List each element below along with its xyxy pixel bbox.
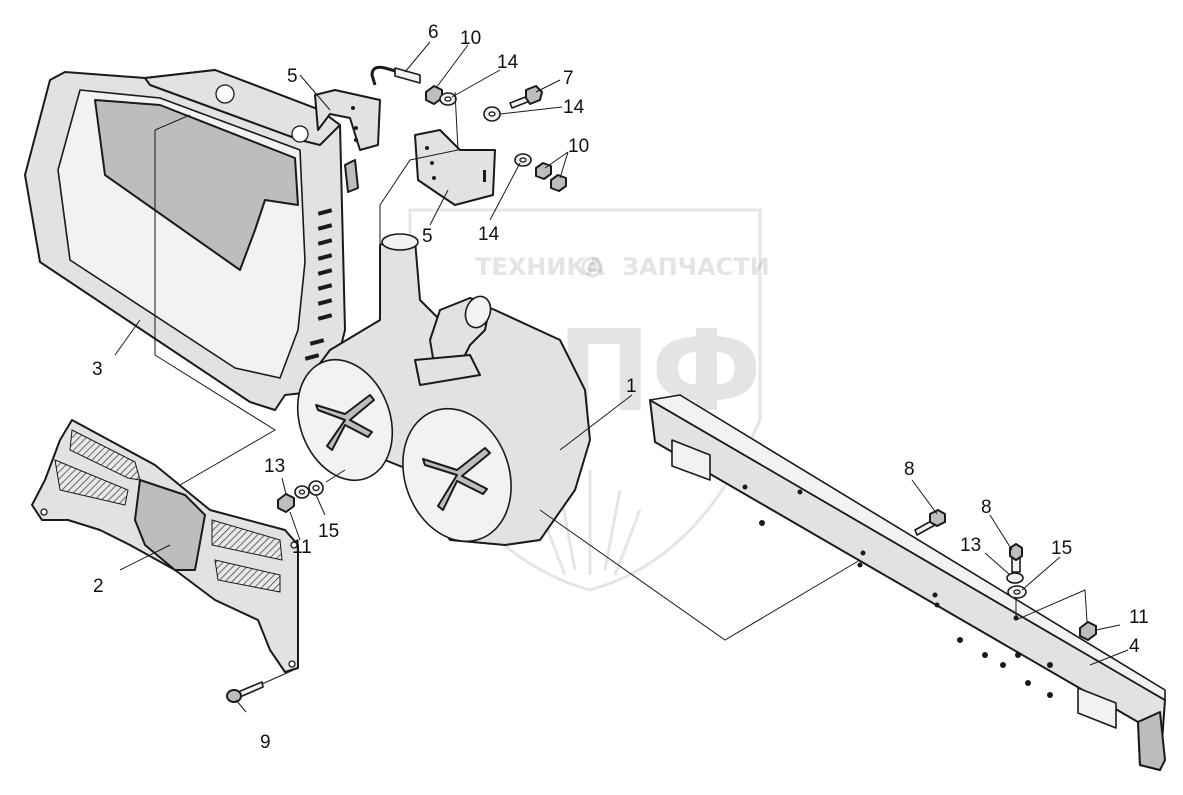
washer-top-14a [439, 92, 457, 106]
right-filter-spokes [422, 447, 491, 511]
radiator-shroud [24, 69, 346, 411]
wheat-emblem [538, 470, 642, 576]
grille-panel [31, 419, 299, 673]
callout-9: 9 [260, 732, 271, 753]
callout-14-top: 14 [497, 52, 519, 73]
watermark-brand-right: ЗАПЧАСТИ [622, 253, 770, 281]
callout-10-top: 10 [460, 28, 481, 49]
washer-top-14b [483, 106, 501, 122]
callout-3: 3 [92, 359, 103, 380]
u-bolt [370, 65, 421, 86]
gear-icon [581, 256, 603, 278]
callout-4: 4 [1129, 636, 1140, 657]
small-clip [344, 159, 359, 193]
washer-left-13 [294, 485, 310, 499]
callout-14-right: 14 [563, 97, 585, 118]
rail-holes [742, 484, 1053, 698]
screw-9 [226, 681, 264, 703]
nut-right-10b [550, 174, 567, 192]
callout-7: 7 [563, 68, 574, 89]
callout-8-left: 8 [904, 459, 915, 480]
callout-1: 1 [626, 376, 637, 397]
left-filter-spokes [315, 394, 375, 451]
bolt-8a [914, 509, 946, 536]
callout-11-left: 11 [292, 537, 312, 558]
bracket-upper [314, 89, 381, 151]
leader-lines [114, 41, 1129, 713]
callout-15-right: 15 [1051, 538, 1072, 559]
washer-right-13 [1006, 572, 1024, 584]
watermark-brand-left: ТЕХНИКА [475, 253, 605, 281]
callout-5-upper: 5 [287, 66, 298, 87]
callout-14-lower: 14 [478, 224, 500, 245]
bolt-7 [509, 85, 543, 109]
frame-rail [649, 394, 1166, 771]
callout-10-right: 10 [568, 136, 589, 157]
washer-right-15 [1007, 585, 1027, 599]
air-cleaner [296, 233, 591, 546]
nut-right-11 [1079, 621, 1097, 641]
callout-6: 6 [428, 22, 439, 43]
washer-right-14 [514, 153, 532, 167]
washer-left-15 [308, 480, 324, 496]
nut-left-11 [277, 493, 295, 513]
bracket-lower [414, 129, 496, 206]
callout-8-right: 8 [981, 497, 992, 518]
callout-15-left: 15 [318, 521, 339, 542]
bolt-8b [1009, 543, 1023, 573]
callout-2: 2 [93, 576, 104, 597]
callout-labels: 1 2 3 4 5 5 6 7 8 8 9 10 10 11 11 13 13 … [92, 22, 1149, 753]
callout-13-right: 13 [960, 535, 981, 556]
callout-5-lower: 5 [422, 226, 433, 247]
shroud-vent-slots [304, 208, 333, 361]
callout-11-right: 11 [1129, 607, 1149, 628]
nut-top-10 [425, 85, 443, 105]
callout-13-left: 13 [264, 456, 285, 477]
